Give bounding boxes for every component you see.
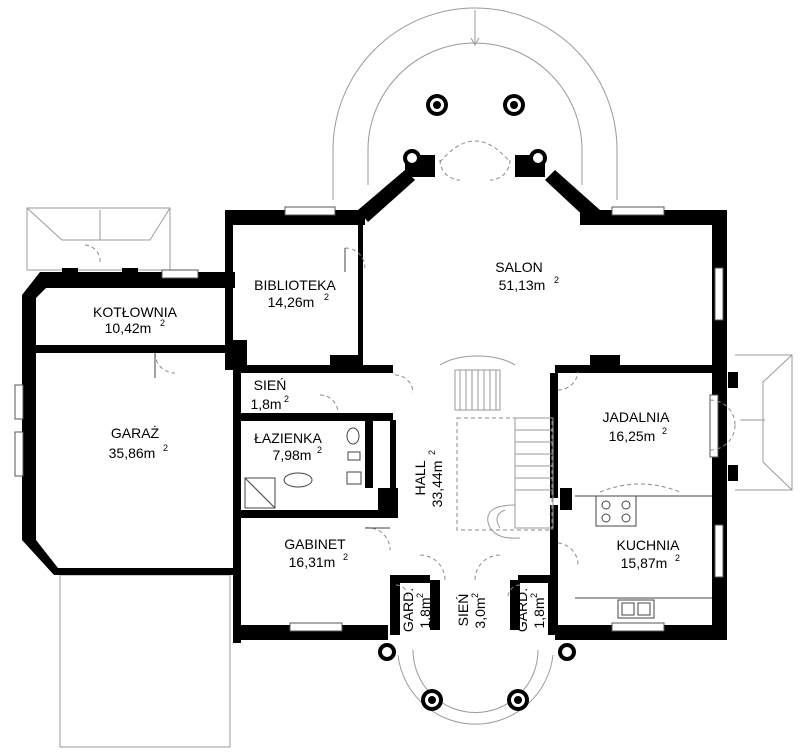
room-name: HALL (412, 460, 428, 495)
area-unit-exponent: 2 (343, 552, 348, 562)
room-area: 51,13m (499, 277, 546, 293)
room-name: KOTŁOWNIA (93, 304, 178, 320)
column-icon (503, 94, 525, 116)
columns (62, 94, 738, 711)
room-area: 16,25m (609, 428, 656, 444)
room-area: 1,8m (531, 597, 547, 628)
room-label-gard-right: GARD. 1,8m 2 (514, 588, 547, 632)
area-unit-exponent: 2 (160, 318, 165, 328)
area-unit-exponent: 2 (529, 593, 539, 598)
area-unit-exponent: 2 (415, 593, 425, 598)
room-label-hall: HALL 33,44m 2 (412, 450, 445, 507)
room-label-biblioteka: BIBLIOTEKA 14,26m 2 (254, 277, 336, 310)
column-icon (529, 149, 547, 167)
area-unit-exponent: 2 (554, 275, 559, 285)
room-label-kotlownia: KOTŁOWNIA 10,42m 2 (93, 304, 178, 336)
room-labels: KOTŁOWNIA 10,42m 2 BIBLIOTEKA 14,26m 2 S… (93, 259, 680, 632)
room-area: 7,98m (273, 447, 312, 463)
room-label-gard-left: GARD. 1,8m 2 (400, 588, 433, 632)
area-unit-exponent: 2 (324, 292, 329, 302)
room-label-sien-lower: SIEŃ 3,0m 2 (455, 593, 488, 629)
room-area: 1,8m (250, 396, 281, 412)
room-name: SALON (495, 259, 542, 275)
area-unit-exponent: 2 (317, 445, 322, 455)
room-label-kuchnia: KUCHNIA 15,87m 2 (616, 537, 680, 571)
room-label-lazienka: ŁAZIENKA 7,98m 2 (254, 430, 322, 463)
room-label-sien-upper: SIEŃ 1,8m 2 (250, 377, 289, 412)
column-icon (403, 149, 421, 167)
room-label-gabinet: GABINET 16,31m 2 (284, 536, 348, 570)
room-area: 35,86m (109, 445, 156, 461)
column-icon (378, 643, 396, 661)
column-icon (558, 643, 576, 661)
column-icon (426, 94, 448, 116)
area-unit-exponent: 2 (470, 593, 480, 598)
room-name: GABINET (284, 536, 346, 552)
room-name: GARAŻ (111, 424, 160, 441)
area-unit-exponent: 2 (163, 443, 168, 453)
column-icon (421, 689, 443, 711)
room-area: 16,31m (289, 554, 336, 570)
room-name: GARD. (514, 588, 530, 632)
area-unit-exponent: 2 (662, 426, 667, 436)
room-area: 33,44m (429, 461, 445, 508)
room-area: 14,26m (268, 294, 315, 310)
fixtures (244, 427, 712, 619)
room-name: KUCHNIA (616, 537, 680, 553)
room-label-salon: SALON 51,13m 2 (495, 259, 559, 293)
room-name: GARD. (400, 588, 416, 632)
column-icon (507, 689, 529, 711)
room-name: SIEŃ (254, 377, 287, 393)
room-label-jadalnia: JADALNIA 16,25m 2 (603, 409, 671, 444)
room-area: 15,87m (621, 555, 668, 571)
room-area: 3,0m (472, 597, 488, 628)
door-swings (84, 140, 736, 598)
room-area: 1,8m (417, 597, 433, 628)
room-name: ŁAZIENKA (254, 430, 322, 446)
room-name: JADALNIA (603, 409, 671, 425)
room-label-garaz: GARAŻ 35,86m 2 (109, 424, 168, 461)
room-area: 10,42m (105, 320, 152, 336)
staircase (439, 355, 554, 539)
room-name: BIBLIOTEKA (254, 277, 336, 293)
area-unit-exponent: 2 (675, 553, 680, 563)
windows (14, 206, 724, 632)
area-unit-exponent: 2 (284, 394, 289, 404)
room-name: SIEŃ (455, 594, 471, 627)
area-unit-exponent: 2 (427, 450, 437, 455)
